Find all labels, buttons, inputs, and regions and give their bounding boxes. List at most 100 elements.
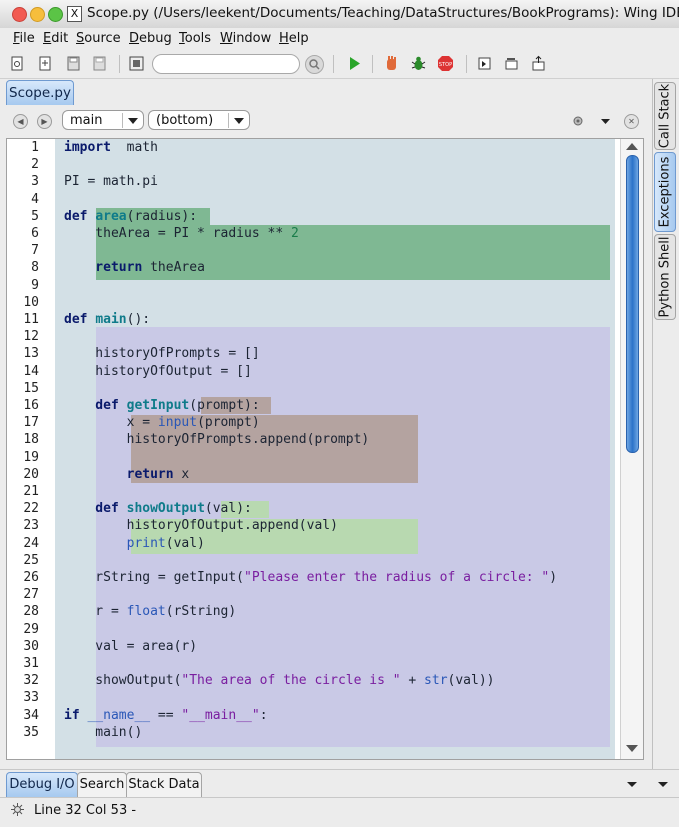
run-icon[interactable] (346, 55, 363, 72)
scope-highlight-getinput-body (131, 415, 418, 483)
save-all-icon[interactable] (91, 55, 108, 72)
line-number: 22 (23, 501, 39, 517)
code-token: PI = math.pi (64, 174, 158, 190)
chevron-down-icon (234, 118, 244, 124)
code-token: return (64, 466, 174, 482)
code-token: rString = getInput( (64, 570, 245, 585)
menu-tools[interactable]: Tools (179, 31, 212, 46)
code-line[interactable]: historyOfPrompts.append(prompt) (64, 432, 370, 447)
code-token: def (64, 398, 127, 413)
code-line[interactable]: showOutput("The area of the circle is " … (64, 673, 494, 689)
menu-file[interactable]: File (13, 31, 35, 46)
print-icon[interactable] (128, 55, 145, 72)
menu-source[interactable]: Source (76, 31, 121, 46)
scope-highlight-area-body (96, 225, 610, 280)
side-tab-python-shell[interactable]: Python Shell (654, 234, 676, 320)
close-editor-icon[interactable]: ✕ (624, 114, 639, 129)
side-tab-exceptions[interactable]: Exceptions (654, 152, 676, 232)
hand-stop-icon[interactable] (383, 55, 400, 72)
code-line[interactable]: x = input(prompt) (64, 415, 260, 430)
code-token: "The area of the circle is " (181, 673, 401, 689)
minimize-window-button[interactable] (30, 7, 45, 22)
search-icon[interactable] (305, 55, 324, 74)
line-number: 29 (23, 621, 39, 637)
bottom-tab-debug-io[interactable]: Debug I/O (6, 772, 78, 797)
location-combo[interactable]: (bottom) (148, 110, 250, 130)
side-tab-call-stack[interactable]: Call Stack (654, 82, 676, 150)
open-file-icon[interactable] (37, 55, 54, 72)
code-line[interactable]: historyOfOutput = [] (64, 364, 252, 379)
nav-back-icon[interactable]: ◀ (13, 114, 28, 129)
code-line[interactable]: historyOfPrompts = [] (64, 346, 259, 361)
line-number: 13 (23, 346, 39, 362)
line-number-gutter (7, 139, 55, 759)
editor-tab-scope-py[interactable]: Scope.py (6, 80, 74, 105)
options-gear-icon[interactable] (570, 113, 587, 130)
menu-window[interactable]: Window (220, 31, 272, 46)
code-line[interactable]: main() (64, 725, 142, 740)
bottom-tab-stack-data[interactable]: Stack Data (126, 772, 202, 797)
code-line[interactable]: r = float(rString) (64, 604, 236, 619)
line-number: 25 (23, 552, 39, 568)
code-line[interactable]: if __name__ == "__main__": (64, 708, 268, 723)
editor-tab-strip (0, 79, 652, 108)
scrollbar-thumb[interactable] (626, 155, 639, 453)
zoom-window-button[interactable] (48, 7, 63, 22)
step-over-icon[interactable] (503, 55, 520, 72)
code-token: theArea = PI * radius ** (64, 226, 291, 241)
menu-edit[interactable]: Edit (43, 31, 69, 46)
editor-vertical-scrollbar[interactable] (620, 139, 643, 759)
code-token: ) (549, 570, 558, 585)
bottom-tab-search[interactable]: Search (77, 772, 127, 797)
code-line[interactable]: def main(): (64, 312, 150, 327)
scope-highlight-area-params (96, 208, 210, 225)
code-line[interactable]: def getInput(prompt): (64, 398, 260, 413)
code-line[interactable]: PI = math.pi (64, 174, 158, 189)
stop-icon[interactable]: STOP (437, 55, 454, 72)
line-number: 20 (23, 466, 39, 482)
code-line[interactable]: def area(radius): (64, 209, 197, 224)
code-token: main() (64, 724, 143, 740)
code-token: def (64, 208, 96, 224)
code-line[interactable]: theArea = PI * radius ** 2 (64, 226, 299, 241)
close-window-button[interactable] (12, 7, 27, 22)
code-line[interactable]: return theArea (64, 260, 205, 275)
code-line[interactable]: val = area(r) (64, 639, 197, 654)
line-number: 7 (31, 243, 39, 259)
code-token: if (64, 707, 88, 723)
scroll-down-icon[interactable] (626, 745, 638, 752)
scroll-up-icon[interactable] (626, 143, 638, 150)
side-panel-chevron-down-icon[interactable] (655, 776, 672, 793)
debug-bug-icon[interactable] (410, 55, 427, 72)
step-into-icon[interactable] (476, 55, 493, 72)
new-file-icon[interactable] (9, 55, 26, 72)
code-token: (rString) (165, 604, 237, 620)
code-line[interactable]: return x (64, 466, 190, 482)
bottom-panel-chevron-down-icon[interactable] (624, 776, 641, 793)
line-number: 4 (31, 191, 39, 207)
combo-divider (228, 113, 229, 128)
scope-combo[interactable]: main (62, 110, 144, 130)
code-line[interactable]: import math (64, 140, 158, 155)
menu-chevron-down-icon[interactable] (597, 113, 614, 130)
code-line[interactable]: def showOutput(val): (64, 501, 252, 516)
step-out-icon[interactable] (530, 55, 547, 72)
debug-status-icon (9, 801, 26, 818)
code-token: (prompt): (189, 398, 260, 413)
scope-combo-value: main (70, 113, 103, 128)
code-line[interactable]: historyOfOutput.append(val) (64, 518, 338, 533)
line-number: 21 (23, 484, 39, 499)
toolbar-separator (333, 55, 334, 73)
menu-debug[interactable]: Debug (129, 31, 172, 46)
code-token: import (64, 140, 111, 155)
code-token: r = (64, 604, 127, 620)
line-number: 2 (31, 157, 39, 173)
toolbar-search-input[interactable] (152, 54, 300, 74)
save-file-icon[interactable] (65, 55, 82, 72)
code-line[interactable]: print(val) (64, 536, 205, 551)
menu-help[interactable]: Help (279, 31, 309, 46)
nav-forward-icon[interactable]: ▶ (37, 114, 52, 129)
code-line[interactable]: rString = getInput("Please enter the rad… (64, 570, 557, 585)
line-number: 12 (23, 329, 39, 345)
